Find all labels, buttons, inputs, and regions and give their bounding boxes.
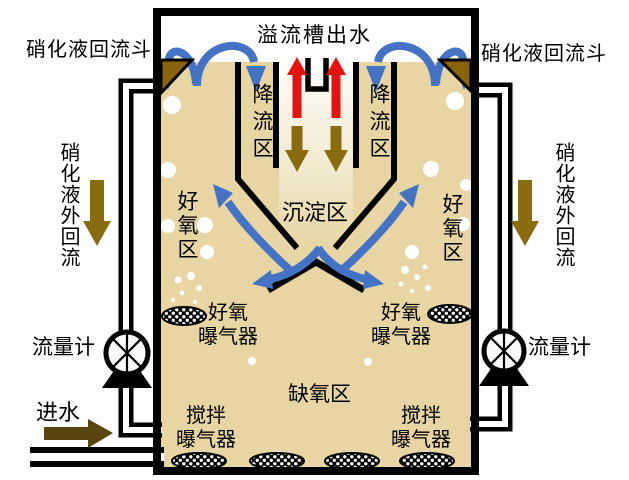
settle-arrow-icon xyxy=(285,126,309,172)
influent-arrow-icon xyxy=(44,419,113,448)
overflow-trough xyxy=(305,58,329,92)
rise-arrow-icon xyxy=(287,57,307,118)
tank-shell xyxy=(153,8,479,475)
bubbles xyxy=(160,92,472,366)
label-hopper-right: 硝化液回流斗 xyxy=(481,43,607,65)
internal-walls xyxy=(235,58,397,294)
arrowhead-icon xyxy=(252,270,273,289)
label-overflow-outlet: 溢流槽出水 xyxy=(257,24,372,47)
curved-arrow-icon xyxy=(374,42,439,87)
hatched-disc-icon xyxy=(324,452,380,470)
recycle-down-arrow-icon xyxy=(83,180,111,246)
rise-arrows xyxy=(287,57,346,118)
label-aerobic-aerator-left: 好氧 曝气器 xyxy=(198,302,258,348)
hatched-disc-icon xyxy=(399,452,455,470)
curved-arrow-icon xyxy=(224,199,295,275)
circulation-arrows xyxy=(158,42,474,289)
settle-arrow-icon xyxy=(324,126,348,172)
label-aerobic-zone-left: 好氧区 xyxy=(175,190,198,262)
label-mixer-aerator-right: 搅拌 曝气器 xyxy=(391,405,451,451)
label-anoxic-zone: 缺氧区 xyxy=(288,383,351,406)
recycle-pipes xyxy=(30,78,513,467)
hatched-disc-icon xyxy=(249,452,305,470)
arrowhead-icon xyxy=(246,66,266,92)
external-recycle-arrows xyxy=(83,180,539,246)
flow-meters xyxy=(102,328,529,388)
deflector-baffle xyxy=(266,257,366,294)
rise-arrow-icon xyxy=(326,57,346,118)
label-settling-zone: 沉淀区 xyxy=(282,200,349,225)
hatched-disc-icon xyxy=(161,306,207,326)
downcomer-left-outer-wall xyxy=(235,62,300,250)
arrowhead-icon xyxy=(366,66,386,92)
label-aerobic-aerator-right: 好氧 曝气器 xyxy=(371,302,431,348)
curved-arrow-icon xyxy=(193,42,258,87)
label-flowmeter-left: 流量计 xyxy=(32,336,95,359)
settle-arrows xyxy=(285,126,348,172)
arrowhead-icon xyxy=(399,184,419,208)
curved-arrow-icon xyxy=(432,47,467,85)
label-external-recycle-right: 硝化液外回流 xyxy=(552,142,574,268)
curved-arrow-icon xyxy=(337,199,408,275)
label-downflow-zone-left: 降流区 xyxy=(250,83,273,164)
arrowhead-icon xyxy=(213,184,233,208)
recycle-down-arrow-icon xyxy=(511,180,539,246)
aerators xyxy=(161,304,473,470)
label-downflow-zone-right: 降流区 xyxy=(367,83,390,164)
arrowhead-icon xyxy=(363,270,384,289)
label-aerobic-zone-right: 好氧区 xyxy=(440,193,463,265)
hatched-disc-icon xyxy=(171,452,227,470)
label-influent: 进水 xyxy=(36,400,81,425)
downcomer-right-outer-wall xyxy=(332,62,397,250)
label-hopper-left: 硝化液回流斗 xyxy=(26,39,152,61)
curved-arrow-icon xyxy=(314,245,366,283)
label-mixer-aerator-left: 搅拌 曝气器 xyxy=(176,405,236,451)
label-flowmeter-right: 流量计 xyxy=(528,336,591,359)
label-external-recycle-left: 硝化液外回流 xyxy=(57,142,79,268)
